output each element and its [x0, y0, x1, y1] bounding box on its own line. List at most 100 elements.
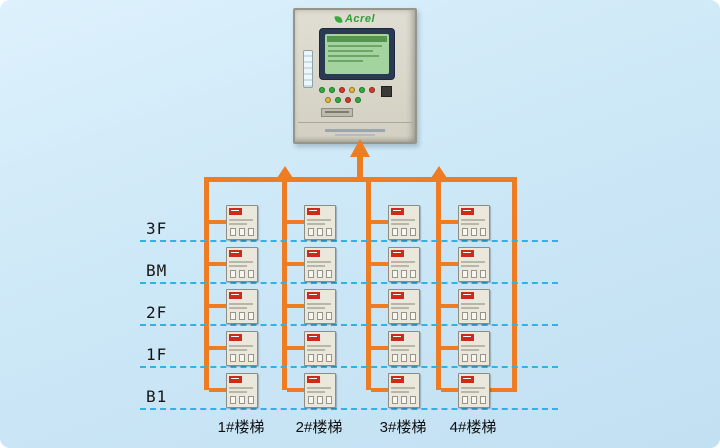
panel-button-row-2	[325, 97, 361, 103]
module-text-line	[461, 223, 479, 225]
module-indicators	[230, 312, 254, 320]
indicator-window	[480, 312, 486, 320]
module-text-line	[461, 307, 479, 309]
module-indicators	[308, 396, 332, 404]
indicator-window	[308, 354, 314, 362]
module-indicators	[462, 396, 486, 404]
monitor-module	[226, 205, 258, 240]
floor-label: 1F	[146, 345, 168, 364]
indicator-window	[462, 270, 468, 278]
module-brand-tag	[461, 250, 474, 257]
red-panel-button	[345, 97, 351, 103]
acrel-leaf-icon	[334, 14, 343, 24]
indicator-window	[317, 270, 323, 278]
branch-wire	[371, 346, 388, 350]
indicator-window	[410, 312, 416, 320]
indicator-window	[401, 270, 407, 278]
module-brand-tag	[461, 334, 474, 341]
module-indicators	[230, 354, 254, 362]
branch-wire	[441, 388, 458, 392]
module-brand-tag	[307, 334, 320, 341]
indicator-window	[410, 354, 416, 362]
module-text-line	[461, 219, 485, 221]
module-text-line	[307, 307, 325, 309]
module-text-line	[229, 303, 253, 305]
branch-wire	[488, 388, 512, 392]
branch-wire	[287, 388, 304, 392]
branch-wire	[209, 346, 226, 350]
indicator-window	[317, 354, 323, 362]
monitor-module	[304, 373, 336, 408]
monitor-module	[304, 205, 336, 240]
indicator-window	[326, 312, 332, 320]
module-text-line	[229, 387, 253, 389]
indicator-window	[392, 270, 398, 278]
uplink-arrow-head	[350, 139, 370, 157]
module-indicators	[392, 270, 416, 278]
indicator-window	[308, 312, 314, 320]
flow-arrow	[431, 166, 447, 178]
module-brand-tag	[307, 250, 320, 257]
red-panel-button	[339, 87, 345, 93]
indicator-window	[471, 312, 477, 320]
branch-wire	[371, 220, 388, 224]
indicator-window	[230, 270, 236, 278]
level-indicator-tube	[303, 50, 313, 88]
indicator-window	[239, 396, 245, 404]
floor-divider-line	[140, 240, 558, 242]
module-text-line	[229, 345, 253, 347]
monitor-module	[226, 247, 258, 282]
control-cabinet: Acrel	[293, 8, 417, 144]
stair-label: 3#楼梯	[379, 419, 427, 436]
monitor-module	[304, 331, 336, 366]
module-indicators	[462, 270, 486, 278]
indicator-window	[401, 228, 407, 236]
module-indicators	[392, 354, 416, 362]
module-indicators	[308, 354, 332, 362]
monitor-module	[388, 205, 420, 240]
module-text-line	[307, 219, 331, 221]
indicator-window	[317, 396, 323, 404]
module-brand-tag	[307, 292, 320, 299]
module-indicators	[392, 312, 416, 320]
branch-wire	[209, 220, 226, 224]
screen-text-line	[328, 50, 373, 52]
module-text-line	[229, 307, 247, 309]
panel-button-row-1	[319, 87, 375, 93]
monitor-module	[388, 247, 420, 282]
indicator-window	[248, 396, 254, 404]
monitor-module	[458, 373, 490, 408]
indicator-window	[230, 396, 236, 404]
indicator-window	[326, 270, 332, 278]
branch-wire	[209, 304, 226, 308]
module-brand-tag	[229, 376, 242, 383]
module-brand-tag	[229, 292, 242, 299]
module-text-line	[461, 345, 485, 347]
indicator-window	[248, 354, 254, 362]
indicator-window	[230, 228, 236, 236]
stair-label: 4#楼梯	[449, 419, 497, 436]
indicator-window	[326, 396, 332, 404]
branch-wire	[371, 304, 388, 308]
riser-line-right	[512, 177, 517, 392]
indicator-window	[401, 312, 407, 320]
indicator-window	[462, 312, 468, 320]
branch-wire	[287, 220, 304, 224]
red-panel-button	[369, 87, 375, 93]
floor-divider-line	[140, 408, 558, 410]
indicator-window	[239, 354, 245, 362]
module-text-line	[461, 303, 485, 305]
module-brand-tag	[391, 334, 404, 341]
module-text-line	[461, 265, 479, 267]
module-brand-tag	[461, 376, 474, 383]
branch-wire	[287, 304, 304, 308]
indicator-window	[401, 396, 407, 404]
branch-wire	[287, 262, 304, 266]
indicator-window	[410, 228, 416, 236]
indicator-window	[410, 270, 416, 278]
module-text-line	[391, 345, 415, 347]
module-text-line	[307, 303, 331, 305]
branch-wire	[441, 262, 458, 266]
green-panel-button	[335, 97, 341, 103]
green-panel-button	[355, 97, 361, 103]
